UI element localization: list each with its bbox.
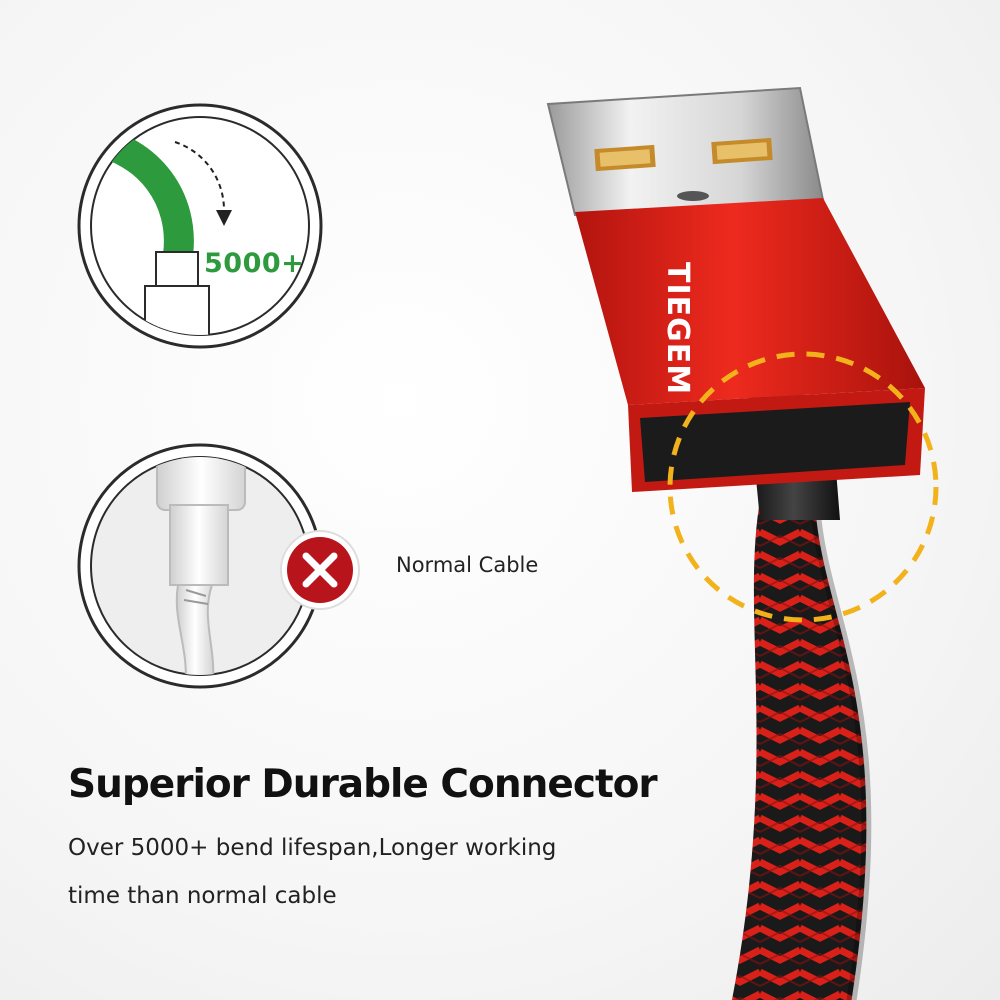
bend-count-label: 5000+ [204, 248, 305, 279]
description-line-2: time than normal cable [68, 883, 337, 909]
red-connector-housing [575, 198, 925, 405]
headline: Superior Durable Connector [68, 762, 658, 807]
normal-cable-badge [77, 443, 323, 689]
normal-cable-label: Normal Cable [396, 553, 539, 577]
brand-logo: TIEGEM [660, 262, 695, 396]
description-line-1: Over 5000+ bend lifespan,Longer working [68, 835, 557, 861]
braided-cable [731, 500, 867, 1000]
highlight-ring [667, 351, 939, 623]
x-icon [280, 530, 360, 610]
bend-badge [77, 103, 323, 349]
